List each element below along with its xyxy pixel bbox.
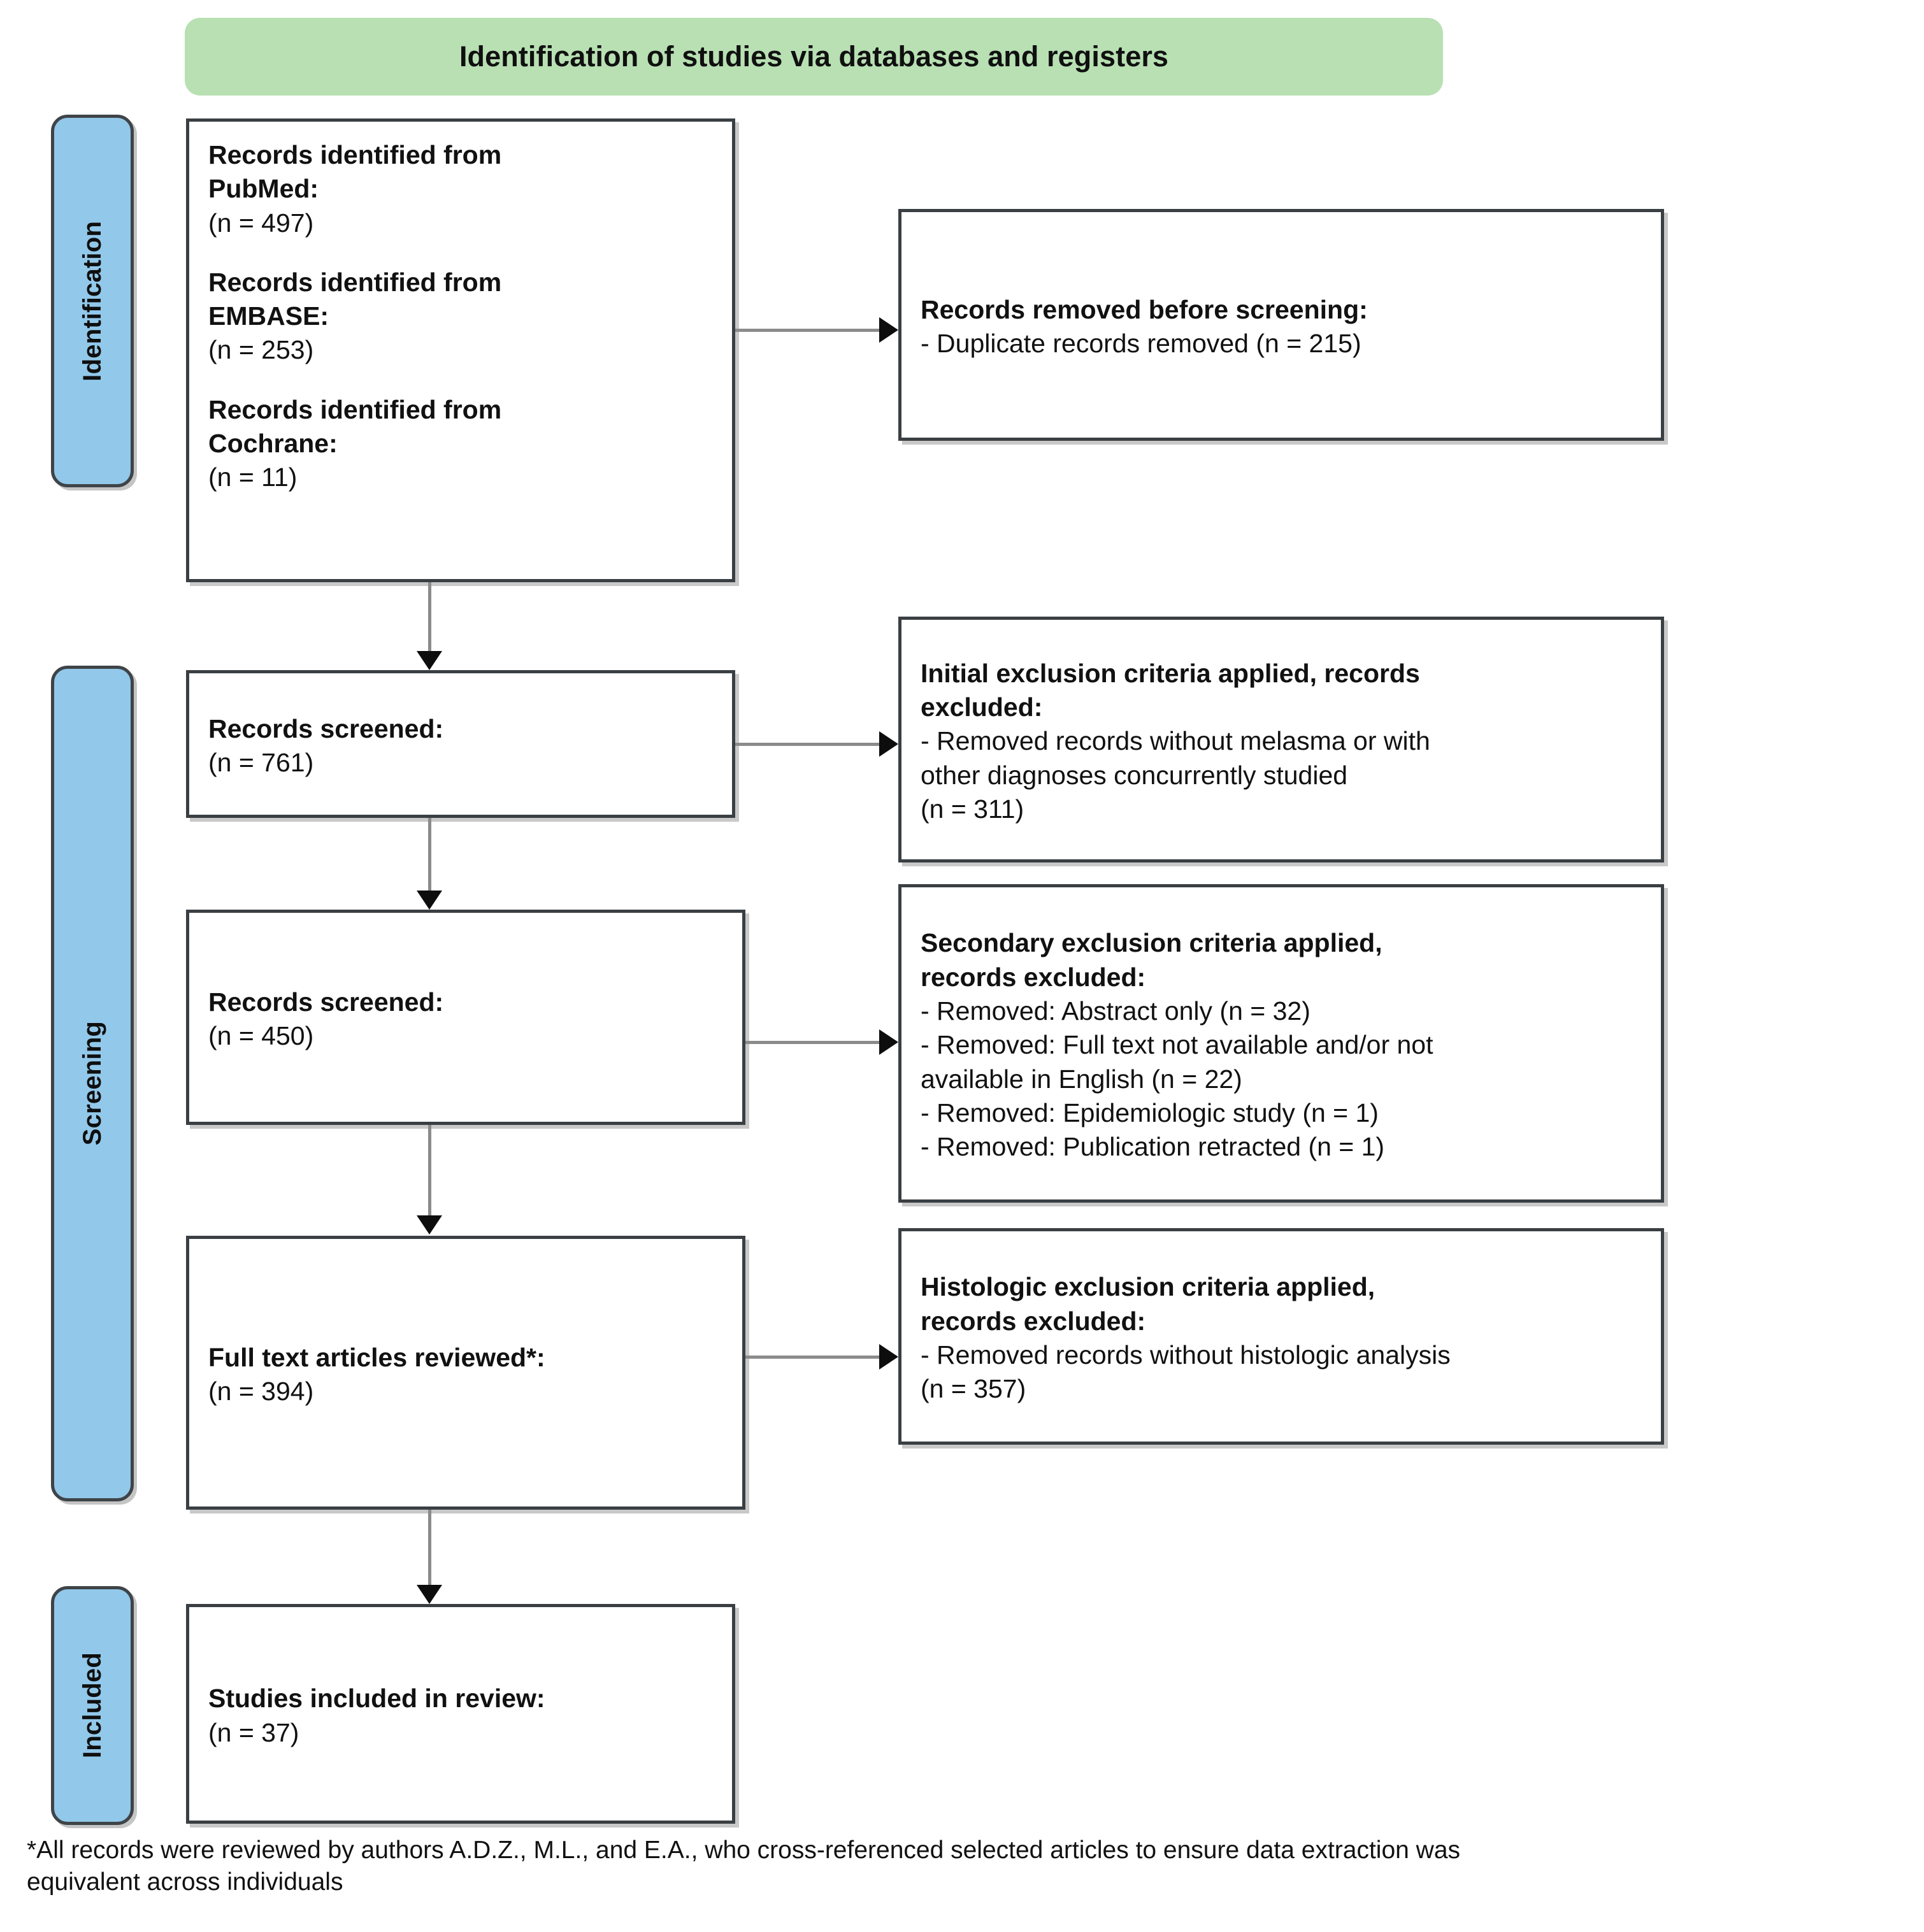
box-initial-exclusion: Initial exclusion criteria applied, reco…	[898, 617, 1664, 862]
full-text-heading: Full text articles reviewed*:	[208, 1342, 545, 1372]
records-screened-450-heading: Records screened:	[208, 987, 444, 1017]
initial-exclusion-item-1a: - Removed records without melasma or wit…	[921, 726, 1430, 756]
phase-label-screening: Screening	[78, 1021, 106, 1146]
spacer-2	[208, 368, 713, 393]
histologic-exclusion-heading-1: Histologic exclusion criteria applied,	[921, 1272, 1375, 1302]
records-screened-761-heading: Records screened:	[208, 713, 444, 743]
connector-screened2-to-fulltext	[428, 1125, 431, 1218]
secondary-exclusion-item-fulltext-1: - Removed: Full text not available and/o…	[921, 1030, 1433, 1060]
box-secondary-exclusion: Secondary exclusion criteria applied, re…	[898, 884, 1664, 1203]
box-full-text-reviewed: Full text articles reviewed*: (n = 394)	[186, 1236, 745, 1510]
phase-label-included: Included	[78, 1652, 106, 1759]
records-identified-cochrane-count: (n = 11)	[208, 462, 298, 492]
records-identified-cochrane-label-1: Records identified from	[208, 394, 502, 424]
box-histologic-exclusion: Histologic exclusion criteria applied, r…	[898, 1228, 1664, 1445]
arrowhead-screened2-to-secondary-exclusion	[879, 1029, 898, 1055]
footnote: *All records were reviewed by authors A.…	[27, 1835, 1913, 1898]
phase-bar-screening: Screening	[51, 666, 134, 1501]
arrowhead-screened1-to-initial-exclusion	[879, 731, 898, 757]
initial-exclusion-heading-2: excluded:	[921, 692, 1043, 722]
connector-screened2-to-secondary-exclusion	[745, 1041, 879, 1044]
records-screened-761-count: (n = 761)	[208, 748, 314, 777]
histologic-exclusion-heading-2: records excluded:	[921, 1306, 1146, 1336]
footnote-line-2: equivalent across individuals	[27, 1868, 343, 1896]
connector-screened1-to-initial-exclusion	[735, 743, 879, 746]
initial-exclusion-heading-1: Initial exclusion criteria applied, reco…	[921, 658, 1420, 688]
phase-bar-identification: Identification	[51, 115, 134, 487]
arrowhead-screened1-to-screened2	[417, 891, 442, 910]
connector-identified-to-screened1	[428, 582, 431, 654]
banner-title: Identification of studies via databases …	[459, 40, 1169, 73]
secondary-exclusion-item-retracted: - Removed: Publication retracted (n = 1)	[921, 1132, 1385, 1162]
arrowhead-fulltext-to-histologic-exclusion	[879, 1344, 898, 1370]
secondary-exclusion-item-abstract-only: - Removed: Abstract only (n = 32)	[921, 996, 1310, 1026]
records-identified-pubmed-label-1: Records identified from	[208, 140, 502, 169]
studies-included-heading: Studies included in review:	[208, 1684, 545, 1714]
records-removed-heading: Records removed before screening:	[921, 294, 1368, 324]
connector-identified-to-removed	[735, 329, 879, 332]
records-identified-pubmed-count: (n = 497)	[208, 208, 314, 238]
records-identified-embase-label-2: EMBASE:	[208, 301, 329, 331]
secondary-exclusion-heading-2: records excluded:	[921, 962, 1146, 992]
records-screened-450-count: (n = 450)	[208, 1021, 314, 1050]
arrowhead-identified-to-screened1	[417, 651, 442, 670]
box-studies-included: Studies included in review: (n = 37)	[186, 1604, 735, 1824]
records-identified-embase-label-1: Records identified from	[208, 267, 502, 297]
records-identified-cochrane-label-2: Cochrane:	[208, 429, 338, 459]
histologic-exclusion-count: (n = 357)	[921, 1374, 1026, 1404]
connector-screened1-to-screened2	[428, 818, 431, 893]
records-identified-pubmed-label-2: PubMed:	[208, 174, 319, 204]
box-records-removed-before-screening: Records removed before screening: - Dupl…	[898, 209, 1664, 441]
full-text-count: (n = 394)	[208, 1377, 314, 1406]
box-records-identified: Records identified from PubMed: (n = 497…	[186, 118, 735, 582]
box-records-screened-450: Records screened: (n = 450)	[186, 910, 745, 1125]
records-removed-item-duplicates: - Duplicate records removed (n = 215)	[921, 329, 1361, 358]
connector-fulltext-to-histologic-exclusion	[745, 1356, 879, 1359]
secondary-exclusion-heading-1: Secondary exclusion criteria applied,	[921, 928, 1382, 958]
box-records-screened-761: Records screened: (n = 761)	[186, 670, 735, 818]
initial-exclusion-count: (n = 311)	[921, 794, 1024, 824]
phase-bar-included: Included	[51, 1586, 134, 1825]
arrowhead-screened2-to-fulltext	[417, 1215, 442, 1234]
footnote-line-1: *All records were reviewed by authors A.…	[27, 1836, 1461, 1864]
arrowhead-identified-to-removed	[879, 317, 898, 343]
spacer-1	[208, 240, 713, 266]
initial-exclusion-item-1b: other diagnoses concurrently studied	[921, 760, 1348, 790]
records-identified-embase-count: (n = 253)	[208, 335, 314, 365]
secondary-exclusion-item-epidemiologic: - Removed: Epidemiologic study (n = 1)	[921, 1098, 1379, 1127]
secondary-exclusion-item-fulltext-2: available in English (n = 22)	[921, 1064, 1242, 1094]
phase-label-identification: Identification	[78, 220, 106, 382]
connector-fulltext-to-included	[428, 1510, 431, 1587]
arrowhead-fulltext-to-included	[417, 1585, 442, 1604]
banner-identification-header: Identification of studies via databases …	[185, 18, 1443, 96]
studies-included-count: (n = 37)	[208, 1717, 299, 1747]
histologic-exclusion-item: - Removed records without histologic ana…	[921, 1340, 1451, 1370]
